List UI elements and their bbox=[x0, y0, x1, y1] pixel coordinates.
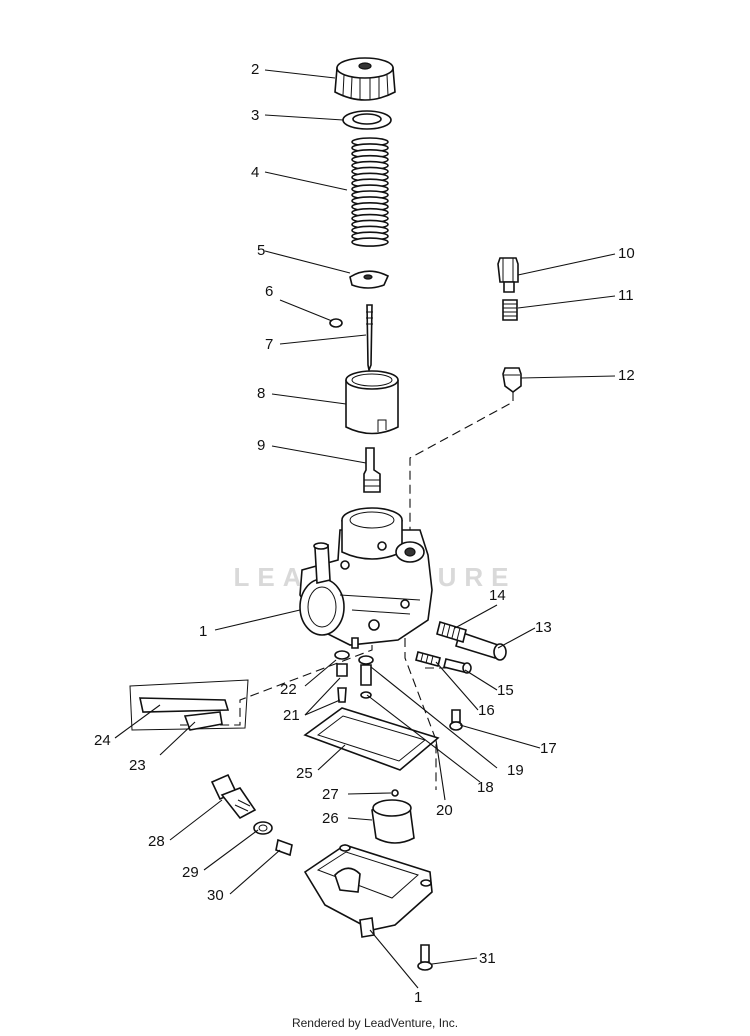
part-air-screw bbox=[455, 630, 507, 661]
part-adjuster-screw bbox=[497, 257, 519, 293]
callout-7: 7 bbox=[265, 336, 273, 353]
callout-28: 28 bbox=[148, 833, 165, 850]
part-cable-sheet bbox=[129, 679, 249, 731]
callout-17: 17 bbox=[540, 740, 557, 757]
callout-15: 15 bbox=[497, 682, 514, 699]
part-drain-bolt bbox=[210, 773, 257, 820]
part-float-pin bbox=[391, 789, 399, 797]
callout-16: 16 bbox=[478, 702, 495, 719]
callout-30: 30 bbox=[207, 887, 224, 904]
callout-6: 6 bbox=[265, 283, 273, 300]
callout-19: 19 bbox=[507, 762, 524, 779]
part-gasket-ring bbox=[342, 110, 392, 130]
part-bowl-screw bbox=[275, 838, 293, 857]
callout-8: 8 bbox=[257, 385, 265, 402]
part-carburetor-body bbox=[299, 507, 433, 649]
footer-credit: Rendered by LeadVenture, Inc. bbox=[291, 1016, 459, 1030]
part-nut bbox=[502, 367, 522, 393]
part-float bbox=[371, 799, 415, 844]
part-washer bbox=[253, 821, 273, 835]
callout-10: 10 bbox=[618, 245, 635, 262]
part-needle-jet bbox=[363, 447, 381, 493]
part-bowl-bolt bbox=[417, 944, 433, 971]
spring-coil bbox=[351, 237, 389, 247]
part-retainer-plate bbox=[349, 270, 390, 289]
part-main-jet bbox=[358, 655, 374, 699]
callout-18: 18 bbox=[477, 779, 494, 796]
callout-9: 9 bbox=[257, 437, 265, 454]
part-pilot-jet bbox=[334, 650, 350, 703]
callout-26: 26 bbox=[322, 810, 339, 827]
leader-lines bbox=[114, 69, 616, 989]
callout-29: 29 bbox=[182, 864, 199, 881]
callout-25: 25 bbox=[296, 765, 313, 782]
callout-24: 24 bbox=[94, 732, 111, 749]
callout-5: 5 bbox=[257, 242, 265, 259]
part-small-spring bbox=[502, 299, 518, 321]
part-air-screw-spring bbox=[436, 620, 467, 644]
callout-4: 4 bbox=[251, 164, 259, 181]
part-float-bowl bbox=[303, 844, 433, 938]
callout-1-body: 1 bbox=[199, 623, 207, 640]
callout-3: 3 bbox=[251, 107, 259, 124]
part-cap bbox=[334, 57, 396, 101]
callout-23: 23 bbox=[129, 757, 146, 774]
callout-31: 31 bbox=[479, 950, 496, 967]
callout-2: 2 bbox=[251, 61, 259, 78]
part-drain-screw bbox=[449, 709, 463, 731]
part-needle bbox=[366, 304, 373, 373]
part-spring bbox=[351, 137, 389, 247]
part-float-gasket bbox=[303, 707, 440, 771]
callout-22: 22 bbox=[280, 681, 297, 698]
part-throttle-slide bbox=[345, 370, 399, 435]
callout-20: 20 bbox=[436, 802, 453, 819]
callout-14: 14 bbox=[489, 587, 506, 604]
part-pilot-spring bbox=[415, 651, 441, 667]
callout-27: 27 bbox=[322, 786, 339, 803]
callout-11: 11 bbox=[618, 287, 634, 304]
callout-21: 21 bbox=[283, 707, 300, 724]
callout-1-bowl: 1 bbox=[414, 989, 422, 1006]
callout-labels: 1 2 3 4 5 6 7 8 9 10 11 12 13 14 15 16 1… bbox=[94, 61, 635, 1006]
callout-13: 13 bbox=[535, 619, 552, 636]
part-clip bbox=[329, 318, 343, 328]
callout-12: 12 bbox=[618, 367, 635, 384]
